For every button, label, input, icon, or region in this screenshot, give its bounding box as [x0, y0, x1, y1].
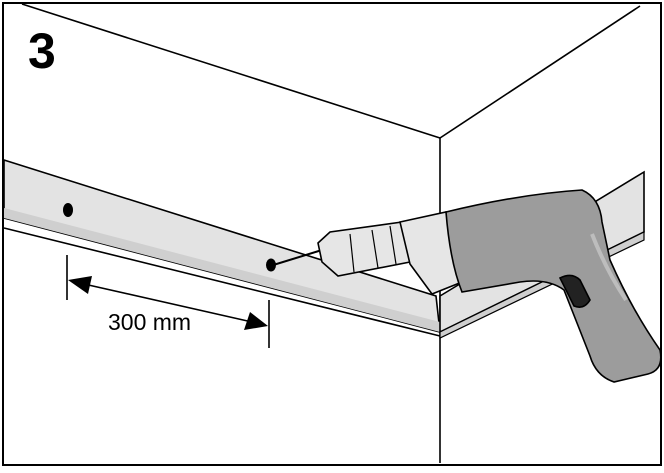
right-ceiling-edge [439, 5, 641, 139]
dimension-label: 300 mm [108, 309, 191, 335]
dimension-arrow-icon [66, 255, 270, 348]
step-number: 3 [28, 23, 56, 79]
screw-hole-icon [63, 203, 73, 217]
left-ceiling-edge [21, 3, 441, 139]
drill-icon [269, 189, 662, 383]
